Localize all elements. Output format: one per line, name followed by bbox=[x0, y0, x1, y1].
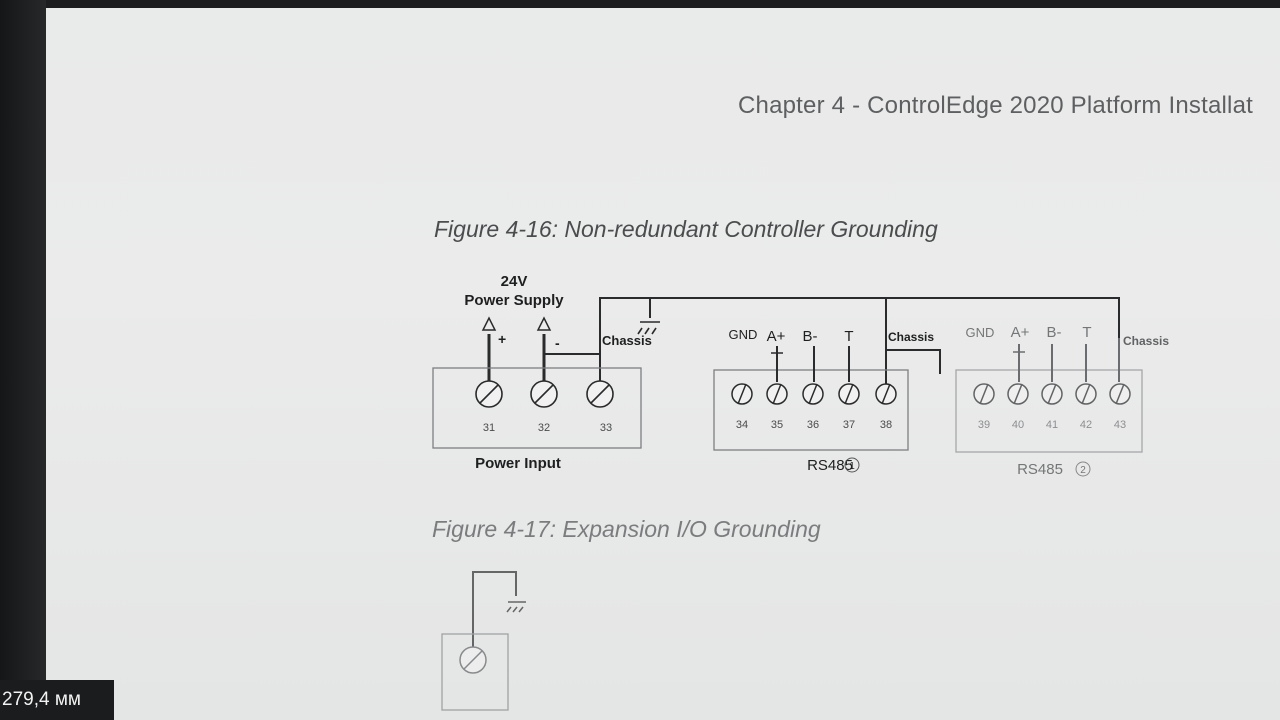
minus-sign: - bbox=[555, 335, 560, 351]
expansion-terminal-box bbox=[441, 633, 509, 711]
terminal-32-number: 32 bbox=[538, 422, 550, 434]
running-header: Chapter 4 - ControlEdge 2020 Platform In… bbox=[738, 92, 1254, 119]
rs485-2-label: RS485 bbox=[1017, 461, 1063, 478]
terminal-39: 39 bbox=[973, 383, 995, 431]
terminal-39-number: 39 bbox=[978, 419, 990, 431]
expansion-ground-symbol bbox=[506, 601, 526, 613]
terminal-42: 42 bbox=[1075, 383, 1097, 431]
chassis-label-rs485-2: Chassis bbox=[1123, 334, 1169, 348]
figure-16-caption: Figure 4-16: Non-redundant Controller Gr… bbox=[434, 216, 938, 242]
terminal-43: 43 bbox=[1109, 383, 1131, 431]
rs485-1-pin-wires bbox=[771, 346, 850, 382]
rs485-2-pin-wires bbox=[1013, 338, 1120, 382]
measurement-overlay: 279,4 мм bbox=[0, 680, 114, 720]
terminal-37: 37 bbox=[838, 383, 860, 431]
terminal-36-number: 36 bbox=[807, 419, 819, 431]
terminal-41-number: 41 bbox=[1046, 419, 1058, 431]
rs485-1-mark: 1 bbox=[849, 461, 855, 472]
rs485-1-mark-circle bbox=[844, 457, 860, 473]
rs485-1-t-label: T bbox=[844, 328, 853, 345]
rs485-2-block: GND A+ B- T 39 40 bbox=[955, 324, 1143, 478]
rs485-2-a-label: A+ bbox=[1011, 324, 1030, 341]
ground-symbol-main bbox=[637, 321, 660, 335]
terminal-35-number: 35 bbox=[771, 419, 783, 431]
terminal-40: 40 bbox=[1007, 383, 1029, 431]
terminal-34-number: 34 bbox=[736, 419, 748, 431]
expansion-io-diagram bbox=[441, 571, 526, 711]
rs485-2-gnd-label: GND bbox=[966, 325, 995, 340]
supply-label: Power Supply bbox=[464, 292, 564, 309]
figure-17-caption: Figure 4-17: Expansion I/O Grounding bbox=[432, 516, 821, 542]
terminal-33-number: 33 bbox=[600, 422, 612, 434]
terminal-38-number: 38 bbox=[880, 419, 892, 431]
document-page: Chapter 4 - ControlEdge 2020 Platform In… bbox=[46, 8, 1280, 720]
terminal-37-number: 37 bbox=[843, 419, 855, 431]
terminal-34: 34 bbox=[731, 383, 753, 431]
terminal-43-number: 43 bbox=[1114, 419, 1126, 431]
terminal-36: 36 bbox=[802, 383, 824, 431]
rs485-2-mark-circle bbox=[1075, 461, 1091, 477]
rs485-1-box bbox=[713, 369, 909, 451]
rs485-2-mark: 2 bbox=[1080, 465, 1086, 476]
power-input-box bbox=[432, 367, 642, 449]
monitor-bezel-top bbox=[0, 0, 1280, 10]
terminal-41: 41 bbox=[1041, 383, 1063, 431]
power-input-label: Power Input bbox=[475, 455, 561, 472]
terminal-32: 32 bbox=[530, 380, 558, 434]
terminal-35: 35 bbox=[766, 383, 788, 431]
chassis-label-power: Chassis bbox=[602, 333, 652, 348]
rs485-1-label: RS485 bbox=[807, 457, 853, 474]
terminal-38: 38 bbox=[875, 383, 897, 431]
rs485-1-gnd-label: GND bbox=[729, 327, 758, 342]
terminal-31: 31 bbox=[475, 380, 503, 434]
terminal-40-number: 40 bbox=[1012, 419, 1024, 431]
monitor-bezel-left bbox=[0, 0, 46, 720]
rs485-2-b-label: B- bbox=[1047, 324, 1062, 341]
expansion-ground-wire bbox=[472, 571, 517, 658]
supply-voltage-label: 24V bbox=[501, 273, 528, 290]
rs485-2-t-label: T bbox=[1082, 324, 1091, 341]
chassis-label-rs485-1: Chassis bbox=[888, 330, 934, 344]
terminal-31-number: 31 bbox=[483, 422, 495, 434]
chassis-bus-wires bbox=[599, 297, 1120, 393]
rs485-2-box bbox=[955, 369, 1143, 453]
rs485-1-a-label: A+ bbox=[767, 328, 786, 345]
plus-sign: + bbox=[498, 331, 506, 347]
supply-leads bbox=[481, 316, 600, 386]
rs485-1-block: GND A+ B- T 34 35 3 bbox=[713, 327, 909, 474]
power-input-block: 31 32 33 Power Input bbox=[432, 367, 642, 472]
terminal-33: 33 bbox=[586, 380, 614, 434]
rs485-1-b-label: B- bbox=[803, 328, 818, 345]
grounding-diagram: 24V Power Supply + - Chassis Chassis Cha… bbox=[432, 273, 1169, 711]
terminal-42-number: 42 bbox=[1080, 419, 1092, 431]
